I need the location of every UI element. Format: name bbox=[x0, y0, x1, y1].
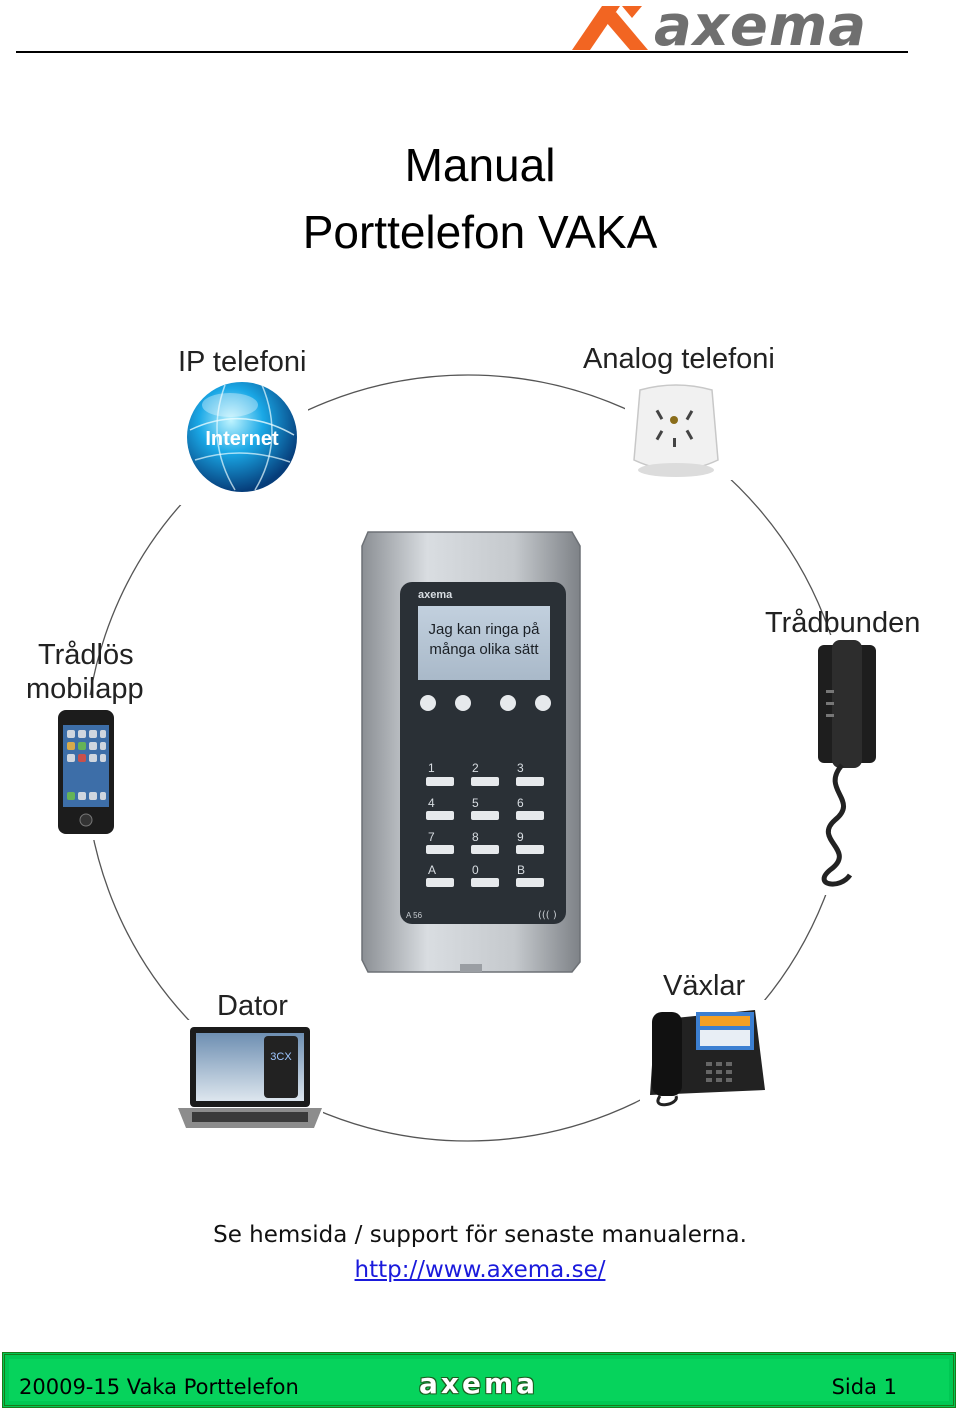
title-line-1: Manual bbox=[404, 139, 556, 191]
axema-mark-icon bbox=[572, 6, 648, 50]
key-label: 1 bbox=[428, 761, 435, 775]
desk-phone-icon bbox=[650, 1010, 765, 1107]
key-label: 4 bbox=[428, 796, 435, 810]
title-line-2: Porttelefon VAKA bbox=[302, 206, 658, 258]
key-label: 2 bbox=[472, 761, 479, 775]
device-model: A 56 bbox=[406, 911, 423, 920]
logo-wordmark: axema bbox=[654, 0, 868, 59]
footer-document-id: 20009-15 Vaka Porttelefon bbox=[19, 1375, 299, 1399]
key-label: 9 bbox=[517, 830, 524, 844]
device-screen-line-2: många olika sätt bbox=[429, 641, 539, 658]
wired-phone-icon bbox=[818, 640, 876, 887]
label-wireless-line-2: mobilapp bbox=[26, 673, 144, 705]
axema-logo: axema bbox=[572, 0, 912, 59]
label-analog-telephony: Analog telefoni bbox=[583, 343, 775, 375]
intercom-device: axema Jag kan ringa på många olika sätt … bbox=[361, 531, 581, 973]
key-label: 6 bbox=[517, 796, 524, 810]
label-wireless-line-1: Trådlös bbox=[38, 639, 134, 671]
support-note: Se hemsida / support för senaste manuale… bbox=[213, 1222, 747, 1248]
laptop-screen-text: 3CX bbox=[270, 1051, 292, 1063]
diagram-graphics: Internet bbox=[50, 374, 900, 1145]
smartphone-icon bbox=[58, 710, 114, 834]
key-label: B bbox=[517, 863, 525, 877]
globe-label: Internet bbox=[205, 428, 279, 450]
label-pbx: Växlar bbox=[663, 970, 746, 1002]
device-screen-line-1: Jag kan ringa på bbox=[429, 621, 541, 638]
header-rule bbox=[16, 51, 908, 53]
footer-bar: 20009-15 Vaka Porttelefon axema Sida 1 bbox=[2, 1352, 956, 1408]
footer-page-number: Sida 1 bbox=[831, 1375, 897, 1399]
support-link-row: http://www.axema.se/ bbox=[0, 1257, 960, 1283]
key-label: 8 bbox=[472, 830, 479, 844]
connectivity-diagram: Internet bbox=[0, 300, 960, 1180]
internet-globe-icon: Internet bbox=[187, 382, 297, 492]
svg-text:((( ): ((( ) bbox=[538, 910, 557, 921]
wall-socket-icon bbox=[633, 384, 719, 477]
footer-logo: axema bbox=[419, 1367, 539, 1400]
label-wired: Trådbunden bbox=[765, 607, 921, 639]
support-link[interactable]: http://www.axema.se/ bbox=[354, 1257, 606, 1283]
key-label: 3 bbox=[517, 761, 524, 775]
laptop-icon: 3CX bbox=[178, 1027, 322, 1128]
key-label: A bbox=[428, 863, 436, 877]
device-brand: axema bbox=[418, 589, 453, 601]
key-label: 5 bbox=[472, 796, 479, 810]
label-computer: Dator bbox=[217, 990, 288, 1022]
label-ip-telephony: IP telefoni bbox=[178, 346, 307, 378]
device-keypad: 1 2 3 4 5 6 7 8 9 A 0 B bbox=[428, 761, 525, 877]
key-label: 7 bbox=[428, 830, 435, 844]
key-label: 0 bbox=[472, 863, 479, 877]
